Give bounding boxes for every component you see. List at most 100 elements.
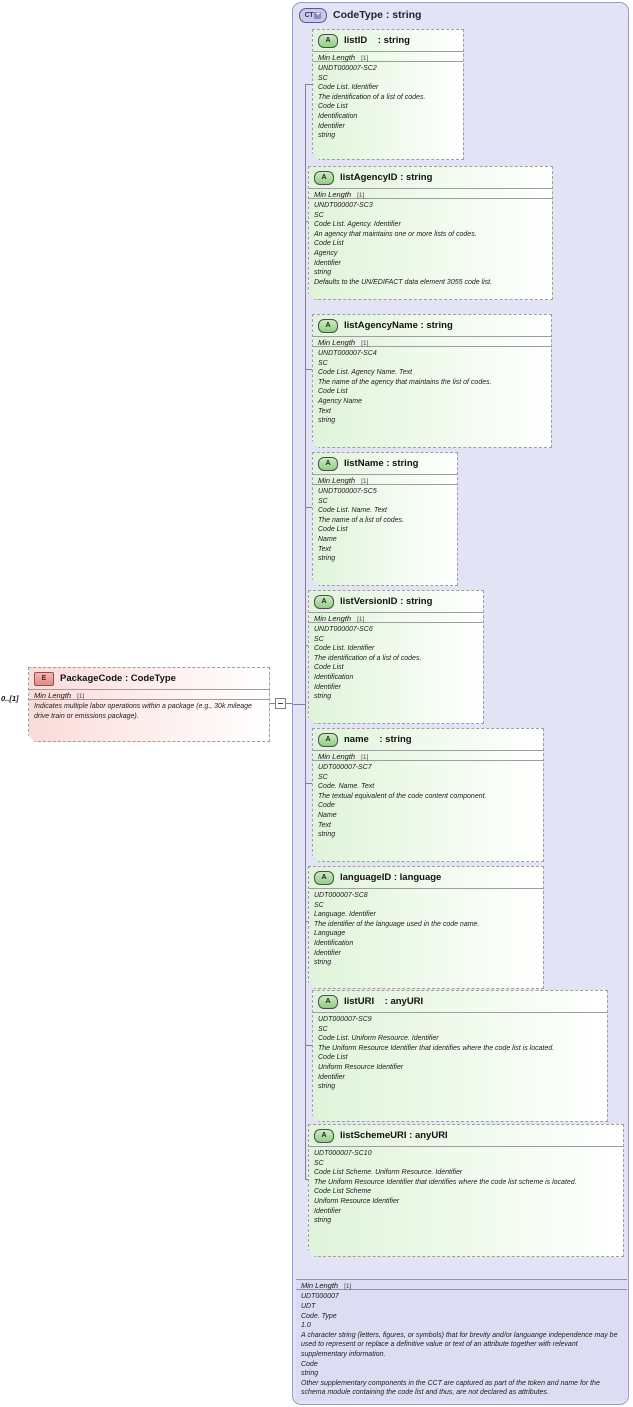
attribute-doc-line: Code bbox=[318, 802, 335, 810]
complex-type-min-length-label: Min Length bbox=[301, 1281, 339, 1291]
tree-branch bbox=[305, 783, 312, 784]
attribute-min-length-row: Min Length [1] bbox=[313, 750, 543, 761]
attribute-doc-line: Code List. Identifier bbox=[318, 84, 379, 92]
attribute-badge-icon: A bbox=[318, 733, 338, 747]
attribute-doc-line: The identification of a list of codes. bbox=[314, 654, 422, 662]
attribute-doc-line: The name of the agency that maintains th… bbox=[318, 378, 492, 386]
complex-type-doc-line: 1.0 bbox=[301, 1322, 311, 1330]
attribute-doc-line: Identification bbox=[314, 673, 354, 681]
attribute-doc-line: The name of a list of codes. bbox=[318, 516, 404, 524]
attribute-name: listVersionID : string bbox=[340, 596, 433, 607]
attribute-doc-line: Code List. Name. Text bbox=[318, 507, 387, 515]
attribute-doc-line: Code List. Agency. Identifier bbox=[314, 221, 401, 229]
attribute-min-length-label: Min Length bbox=[318, 752, 356, 761]
attribute-doc-line: SC bbox=[318, 74, 328, 82]
attribute-min-length-label: Min Length bbox=[318, 53, 356, 62]
attribute-min-length-row: Min Length[1] bbox=[309, 188, 552, 199]
attribute-doc-line: Identifier bbox=[314, 949, 341, 957]
attribute-doc-line: SC bbox=[318, 773, 328, 781]
attribute-doc-line: Uniform Resource Identifier bbox=[314, 1197, 400, 1205]
element-header: E PackageCode : CodeType bbox=[29, 668, 269, 689]
attribute-doc-line: The identification of a list of codes. bbox=[318, 93, 426, 101]
complex-type-doc-line: A character string (letters, figures, or… bbox=[301, 1331, 618, 1359]
attribute-doc-line: SC bbox=[314, 211, 324, 219]
element-name: PackageCode : CodeType bbox=[60, 673, 176, 684]
tree-branch bbox=[305, 1179, 308, 1180]
complex-type-doc-line: Other supplementary components in the CC… bbox=[301, 1379, 600, 1397]
complex-type-header: CT+ CodeType : string bbox=[293, 3, 628, 27]
attribute-doc-line: string bbox=[314, 269, 332, 277]
attribute-divider bbox=[309, 1146, 623, 1147]
attribute-doc-line: UNDT000007-SC4 bbox=[318, 350, 377, 357]
attribute-badge-icon: A bbox=[318, 319, 338, 333]
attribute-doc-line: SC bbox=[314, 635, 324, 643]
attribute-min-length-row: Min Length[1] bbox=[313, 336, 551, 347]
attribute-doc-line: Code List bbox=[318, 526, 348, 534]
element-min-length-row: Min Length [1] bbox=[29, 689, 269, 700]
attribute-doc-line: string bbox=[318, 132, 336, 140]
attribute-min-length-value: [1] bbox=[361, 55, 369, 62]
attribute-doc-line: SC bbox=[318, 1025, 328, 1033]
tree-trunk bbox=[305, 84, 306, 1179]
attribute-doc-line: SC bbox=[314, 901, 324, 909]
attribute-doc-line: The identifier of the language used in t… bbox=[314, 920, 480, 928]
tree-branch bbox=[305, 1045, 312, 1046]
complex-type-title: CodeType : string bbox=[333, 9, 422, 21]
attribute-doc-line: Code List. Uniform Resource. Identifier bbox=[318, 1035, 439, 1043]
attribute-name: listSchemeURI : anyURI bbox=[340, 1130, 448, 1141]
attribute-doc-line: Identification bbox=[318, 112, 358, 120]
attribute-min-length-value: [1] bbox=[361, 754, 369, 761]
expand-collapse-toggle-icon[interactable] bbox=[275, 698, 286, 709]
attribute-badge-icon: A bbox=[318, 995, 338, 1009]
attribute-doc-line: Identifier bbox=[314, 1207, 341, 1215]
attribute-doc-line: string bbox=[314, 959, 332, 967]
tree-branch bbox=[305, 369, 312, 370]
attribute-badge-icon: A bbox=[318, 457, 338, 471]
complex-type-doc-line: string bbox=[301, 1370, 319, 1378]
attribute-doc-line: Text bbox=[318, 821, 331, 829]
attribute-doc-line: Text bbox=[318, 545, 331, 553]
attribute-doc-line: Name bbox=[318, 811, 337, 819]
attribute-doc-line: string bbox=[318, 555, 336, 563]
attribute-badge-icon: A bbox=[314, 871, 334, 885]
attribute-doc-line: Code List. Agency Name. Text bbox=[318, 369, 413, 377]
attribute-min-length-value: [1] bbox=[357, 616, 365, 623]
attribute-doc-line: Code List bbox=[314, 664, 344, 672]
attribute-doc-line: The textual equivalent of the code conte… bbox=[318, 792, 487, 800]
attribute-doc-line: UNDT000007-SC6 bbox=[314, 626, 373, 633]
attribute-doc-line: SC bbox=[314, 1159, 324, 1167]
attribute-doc-line: string bbox=[314, 1217, 332, 1225]
attribute-doc-line: Identification bbox=[314, 939, 354, 947]
tree-branch bbox=[305, 921, 308, 922]
tree-branch bbox=[305, 221, 308, 222]
element-box-packagecode[interactable]: E PackageCode : CodeType Min Length [1] … bbox=[28, 667, 270, 742]
attribute-doc-line: Identifier bbox=[318, 122, 345, 130]
complex-type-doc-line: UDT000007 bbox=[301, 1293, 339, 1301]
attribute-min-length-row: Min Length[1] bbox=[313, 474, 457, 485]
attribute-doc-line: Agency bbox=[314, 249, 338, 257]
attribute-doc-line: UNDT000007-SC2 bbox=[318, 65, 377, 72]
complex-type-badge-icon[interactable]: CT+ bbox=[299, 7, 327, 23]
element-documentation: Indicates multiple labor operations with… bbox=[29, 700, 269, 724]
element-min-length-value: [1] bbox=[77, 693, 85, 700]
expand-plus-icon[interactable]: + bbox=[314, 10, 322, 19]
